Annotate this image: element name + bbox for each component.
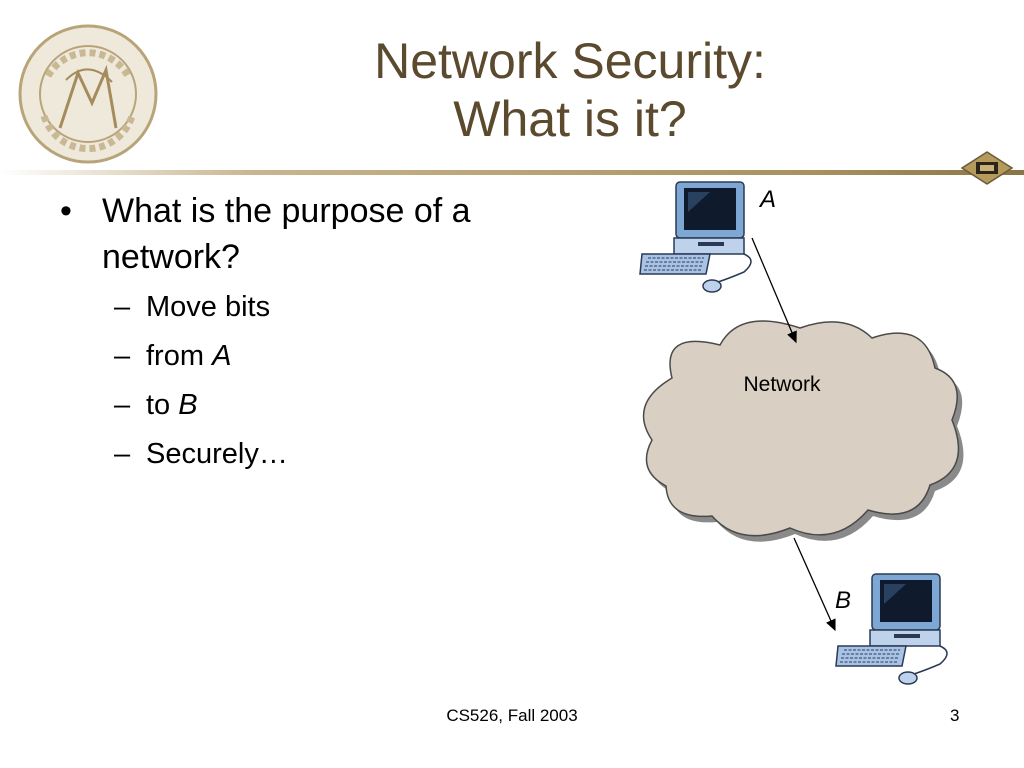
title-line-1: Network Security:: [374, 33, 766, 89]
slide-number: 3: [950, 706, 960, 725]
sub-bullet-text: to: [146, 389, 179, 421]
bullet-list: • What is the purpose of a network? – Mo…: [58, 188, 528, 479]
desktop-computer-icon-a: [639, 181, 752, 293]
sub-bullet-item: – Securely…: [58, 430, 528, 479]
dash-mark: –: [114, 438, 131, 470]
arrow-network-to-b: [793, 537, 836, 632]
sub-bullet-text: Securely…: [146, 438, 288, 470]
slide-title: Network Security: What is it?: [270, 32, 870, 148]
title-divider: [0, 170, 1024, 175]
bullet-mark: •: [60, 192, 72, 230]
bullet-item: • What is the purpose of a network?: [58, 188, 528, 280]
dash-mark: –: [114, 389, 131, 421]
dash-mark: –: [114, 340, 131, 372]
sub-bullet-item: – Move bits: [58, 283, 528, 332]
network-cloud-label: Network: [743, 373, 821, 396]
node-label-a: A: [758, 186, 776, 213]
sub-bullet-emphasis: B: [178, 389, 198, 421]
footer-course: CS526, Fall 2003: [446, 706, 578, 725]
network-cloud: [642, 320, 960, 537]
sub-bullet-item: – from A: [58, 332, 528, 381]
university-seal-logo: [8, 18, 168, 168]
purdue-logo-icon: [958, 148, 1016, 188]
arrow-a-to-network: [751, 237, 797, 344]
title-line-2: What is it?: [453, 91, 687, 147]
node-label-b: B: [835, 587, 851, 614]
bullet-text: What is the purpose of a network?: [102, 192, 471, 276]
sub-bullet-text: from: [146, 340, 213, 372]
desktop-computer-icon-b: [835, 573, 948, 685]
dash-mark: –: [114, 291, 131, 323]
sub-bullet-text: Move bits: [146, 291, 271, 323]
sub-bullet-emphasis: A: [212, 340, 232, 372]
sub-bullet-item: – to B: [58, 381, 528, 430]
